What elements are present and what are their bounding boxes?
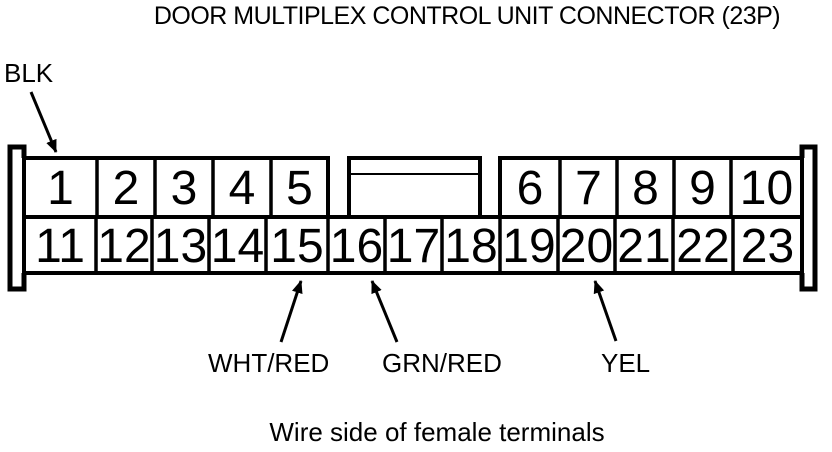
terminal-16: 16 xyxy=(329,219,384,273)
terminal-15: 15 xyxy=(270,219,324,273)
terminal-14: 14 xyxy=(210,219,265,273)
terminal-22: 22 xyxy=(676,219,730,273)
terminal-21: 21 xyxy=(617,219,671,273)
terminal-10: 10 xyxy=(739,162,794,215)
terminal-5: 5 xyxy=(286,162,313,215)
terminal-19: 19 xyxy=(502,219,556,273)
terminal-11: 11 xyxy=(35,219,85,273)
diagram-title: DOOR MULTIPLEX CONTROL UNIT CONNECTOR (2… xyxy=(153,2,781,30)
wire-color-label-wht-red: WHT/RED xyxy=(208,348,330,378)
terminal-18: 18 xyxy=(444,219,498,273)
keyway-slot xyxy=(347,156,482,219)
terminal-17: 17 xyxy=(386,219,441,273)
terminal-13: 13 xyxy=(153,219,208,273)
wire-color-label-blk: BLK xyxy=(4,58,54,88)
grn-red-arrow xyxy=(370,280,399,343)
yel-arrow xyxy=(593,280,618,342)
wht-red-arrow xyxy=(279,280,303,343)
housing-right-tab xyxy=(799,144,818,292)
terminal-23: 23 xyxy=(740,219,795,273)
wire-color-label-yel: YEL xyxy=(601,348,651,378)
terminal-grid xyxy=(22,156,804,275)
terminal-7: 7 xyxy=(575,162,602,215)
connector-housing xyxy=(7,144,818,292)
diagram-caption: Wire side of female terminals xyxy=(269,417,605,447)
terminal-6: 6 xyxy=(516,162,544,215)
blk-arrow xyxy=(29,91,58,153)
housing-left-tab xyxy=(7,144,27,292)
terminal-20: 20 xyxy=(559,219,614,273)
terminal-9: 9 xyxy=(689,162,716,215)
terminal-3: 3 xyxy=(170,162,198,215)
terminal-4: 4 xyxy=(228,162,256,215)
terminal-2: 2 xyxy=(112,162,140,215)
terminal-12: 12 xyxy=(97,219,151,273)
wire-color-label-grn-red: GRN/RED xyxy=(382,348,502,378)
terminal-1: 1 xyxy=(47,162,74,215)
terminal-8: 8 xyxy=(632,162,659,215)
